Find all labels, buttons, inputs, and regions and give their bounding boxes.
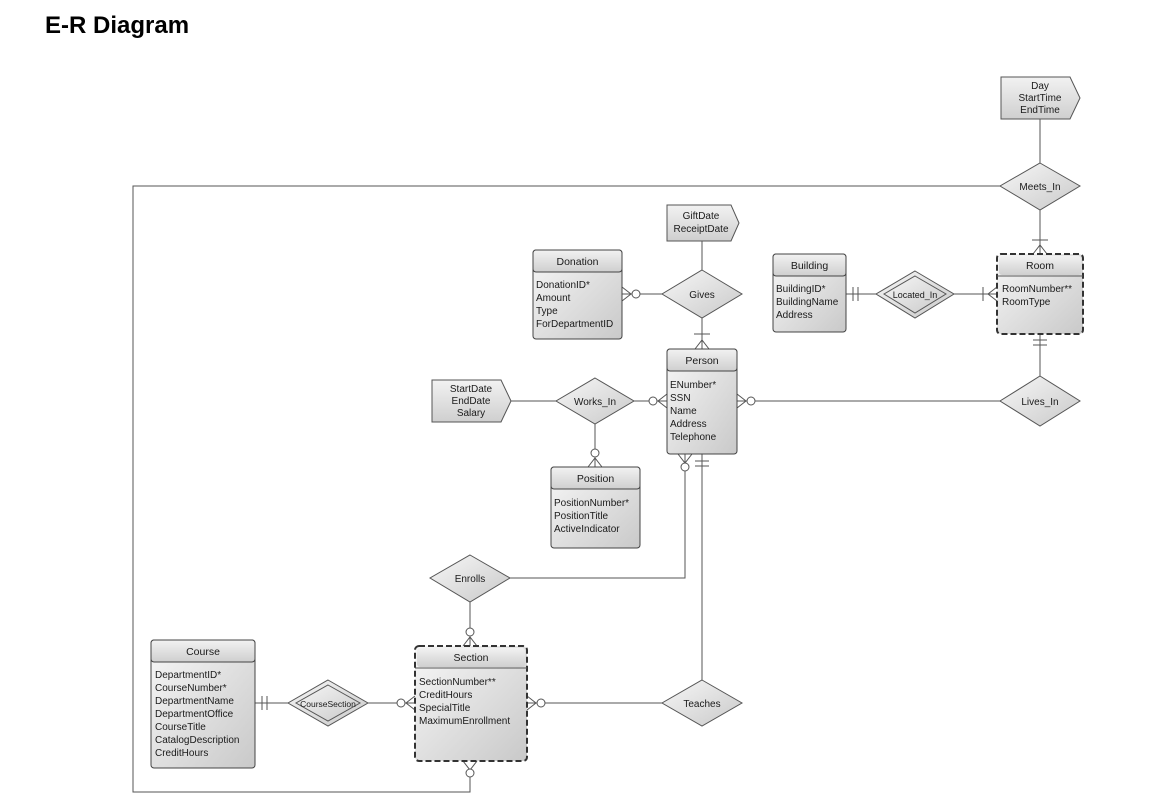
teaches-label: Teaches bbox=[683, 699, 720, 710]
donation-attr-4: ForDepartmentID bbox=[536, 319, 613, 330]
entity-room-weak[interactable]: Room RoomNumber** RoomType bbox=[996, 253, 1084, 335]
page-title: E-R Diagram bbox=[45, 12, 190, 39]
section-right-crowsfoot bbox=[526, 695, 546, 711]
donation-attr-2: Amount bbox=[536, 293, 571, 304]
relationship-teaches[interactable]: Teaches bbox=[660, 679, 744, 727]
person-attr-1: ENumber* bbox=[670, 380, 716, 391]
course-title: Course bbox=[186, 646, 220, 658]
attr-enddate: EndDate bbox=[452, 396, 491, 407]
building-attr-1: BuildingID* bbox=[776, 284, 826, 295]
connector-lines bbox=[132, 119, 1041, 793]
section-attr-1: SectionNumber** bbox=[419, 677, 496, 688]
section-top-crowsfoot bbox=[462, 627, 478, 647]
person-teaches-one-mark bbox=[695, 460, 709, 467]
attr-day: Day bbox=[1031, 81, 1049, 92]
meets-in-attributes: Day StartTime EndTime bbox=[1000, 76, 1081, 120]
attr-receiptdate: ReceiptDate bbox=[673, 224, 728, 235]
donation-attr-1: DonationID* bbox=[536, 280, 590, 291]
course-attr-5: CourseTitle bbox=[155, 722, 206, 733]
person-attr-5: Telephone bbox=[670, 432, 717, 443]
donation-title: Donation bbox=[556, 256, 598, 268]
course-one-mark bbox=[261, 696, 268, 710]
entity-person[interactable]: Person ENumber* SSN Name Address Telepho… bbox=[666, 348, 738, 455]
section-title: Section bbox=[453, 652, 488, 664]
works-in-label: Works_In bbox=[574, 397, 616, 408]
building-one-mark bbox=[852, 287, 859, 301]
course-attr-2: CourseNumber* bbox=[155, 683, 227, 694]
position-attr-2: PositionTitle bbox=[554, 511, 609, 522]
works-in-attributes: StartDate EndDate Salary bbox=[431, 379, 512, 423]
position-top-crowsfoot bbox=[587, 448, 603, 468]
entity-building[interactable]: Building BuildingID* BuildingName Addres… bbox=[772, 253, 847, 333]
relationship-meets-in[interactable]: Meets_In bbox=[999, 162, 1081, 211]
course-attr-6: CatalogDescription bbox=[155, 735, 240, 746]
located-in-label: Located_In bbox=[893, 290, 938, 300]
course-attr-7: CreditHours bbox=[155, 748, 208, 759]
entity-course[interactable]: Course DepartmentID* CourseNumber* Depar… bbox=[150, 639, 256, 769]
section-bottom-crowsfoot bbox=[462, 760, 478, 778]
relationship-gives[interactable]: Gives bbox=[661, 269, 743, 319]
attr-starttime: StartTime bbox=[1019, 93, 1062, 104]
position-attr-3: ActiveIndicator bbox=[554, 524, 620, 535]
section-attr-2: CreditHours bbox=[419, 690, 472, 701]
attr-salary: Salary bbox=[457, 408, 485, 419]
attr-startdate: StartDate bbox=[450, 384, 493, 395]
relationship-coursesection[interactable]: CourseSection bbox=[286, 679, 370, 727]
attr-giftdate: GiftDate bbox=[683, 211, 720, 222]
relationship-located-in[interactable]: Located_In bbox=[875, 270, 955, 319]
attr-endtime: EndTime bbox=[1020, 105, 1060, 116]
room-left-crowsfoot bbox=[982, 286, 998, 302]
person-title: Person bbox=[685, 355, 718, 367]
person-left-crowsfoot bbox=[648, 393, 668, 409]
course-attr-1: DepartmentID* bbox=[155, 670, 221, 681]
room-attr-1: RoomNumber** bbox=[1002, 284, 1072, 295]
relationship-lives-in[interactable]: Lives_In bbox=[999, 375, 1081, 427]
building-attr-3: Address bbox=[776, 310, 813, 321]
meets-in-section-line bbox=[132, 185, 1001, 793]
donation-crowsfoot bbox=[621, 286, 641, 302]
person-top-crowsfoot bbox=[694, 333, 710, 350]
section-left-crowsfoot bbox=[396, 695, 416, 711]
donation-attr-3: Type bbox=[536, 306, 558, 317]
room-title: Room bbox=[1026, 260, 1054, 272]
enrolls-label: Enrolls bbox=[455, 574, 486, 585]
person-attr-2: SSN bbox=[670, 393, 691, 404]
room-attr-2: RoomType bbox=[1002, 297, 1051, 308]
coursesection-label: CourseSection bbox=[300, 699, 356, 709]
building-attr-2: BuildingName bbox=[776, 297, 839, 308]
person-enrolls-line bbox=[510, 454, 686, 579]
room-bottom-one-mark bbox=[1033, 339, 1047, 346]
entity-position[interactable]: Position PositionNumber* PositionTitle A… bbox=[550, 466, 641, 549]
relationship-enrolls[interactable]: Enrolls bbox=[429, 554, 511, 603]
section-attr-4: MaximumEnrollment bbox=[419, 716, 510, 727]
lives-in-label: Lives_In bbox=[1021, 397, 1058, 408]
cardinality-markers bbox=[261, 239, 1048, 778]
relationship-works-in[interactable]: Works_In bbox=[555, 377, 635, 425]
course-attr-3: DepartmentName bbox=[155, 696, 234, 707]
person-right-crowsfoot bbox=[736, 393, 756, 409]
person-attr-4: Address bbox=[670, 419, 707, 430]
entity-donation[interactable]: Donation DonationID* Amount Type ForDepa… bbox=[532, 249, 623, 340]
section-attr-3: SpecialTitle bbox=[419, 703, 471, 714]
position-attr-1: PositionNumber* bbox=[554, 498, 629, 509]
building-title: Building bbox=[791, 260, 829, 272]
room-top-crowsfoot bbox=[1032, 239, 1048, 255]
gives-attributes: GiftDate ReceiptDate bbox=[666, 204, 740, 242]
position-title: Position bbox=[577, 473, 615, 485]
entity-section-weak[interactable]: Section SectionNumber** CreditHours Spec… bbox=[414, 645, 528, 762]
meets-in-label: Meets_In bbox=[1019, 182, 1060, 193]
person-attr-3: Name bbox=[670, 406, 697, 417]
gives-label: Gives bbox=[689, 290, 715, 301]
course-attr-4: DepartmentOffice bbox=[155, 709, 234, 720]
person-bottom-crowsfoot bbox=[677, 453, 693, 472]
